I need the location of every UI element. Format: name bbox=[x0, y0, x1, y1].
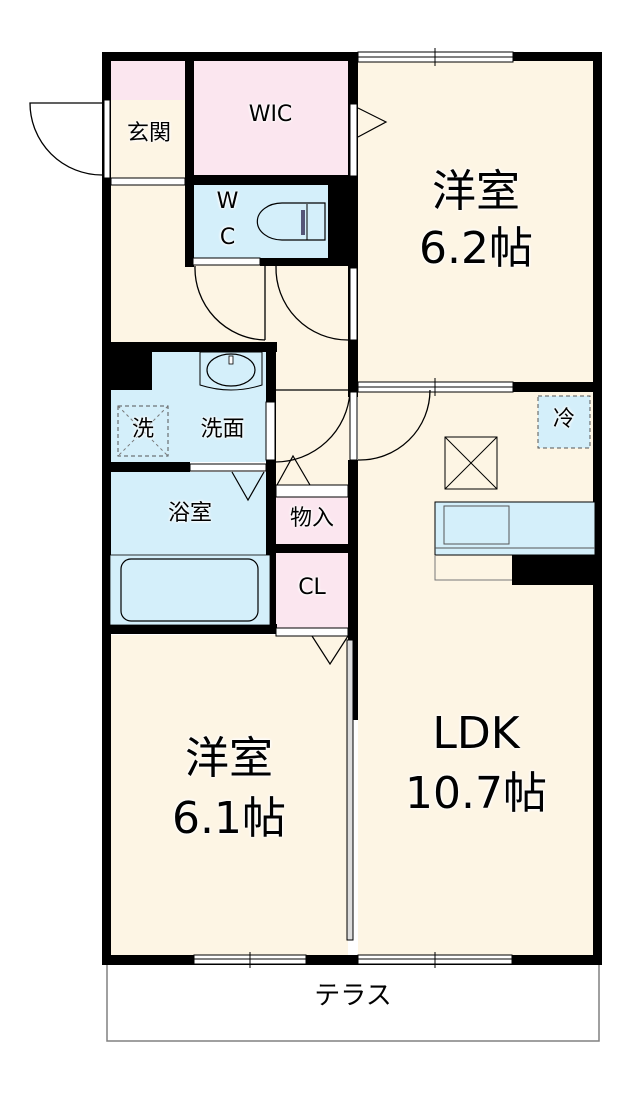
wc-label-line2: C bbox=[219, 225, 236, 250]
fridge-space-icon bbox=[537, 395, 591, 449]
ldk-fill bbox=[358, 390, 594, 957]
door-swings bbox=[29, 102, 431, 463]
entrance-step bbox=[110, 177, 186, 186]
washroom-label: 洗面 bbox=[200, 417, 245, 442]
bathroom-label: 浴室 bbox=[167, 501, 212, 526]
terrace-area bbox=[106, 962, 600, 1042]
western-room-1-name: 洋室 bbox=[432, 166, 520, 217]
washer-space-icon bbox=[117, 405, 169, 457]
ldk-door-opening bbox=[349, 391, 358, 461]
entrance-label: 玄関 bbox=[126, 121, 171, 146]
entrance-storage-fill bbox=[110, 60, 188, 100]
wic-fill bbox=[193, 60, 350, 175]
washroom-door-opening bbox=[265, 401, 276, 461]
storage-label: 物入 bbox=[289, 506, 334, 531]
toilet-icon bbox=[256, 202, 326, 241]
bath-opening-marker bbox=[231, 471, 265, 502]
bathtub-icon bbox=[120, 558, 259, 622]
terrace-label: テラス bbox=[314, 981, 392, 1011]
wc-label-line1: W bbox=[216, 189, 239, 214]
entrance-door-opening bbox=[103, 99, 111, 179]
hall-lower-fill bbox=[270, 345, 350, 490]
western-room-1-fill bbox=[358, 60, 594, 382]
storage-door-opening bbox=[275, 484, 349, 498]
western-room-2-size: 6.1帖 bbox=[172, 793, 286, 844]
closet-opening-marker bbox=[311, 635, 349, 666]
closet-door-opening bbox=[275, 627, 349, 637]
wc-door-opening bbox=[192, 257, 261, 266]
closet-label: CL bbox=[298, 575, 326, 600]
western-room-2-fill bbox=[110, 635, 348, 957]
fridge-label: 冷 bbox=[552, 407, 575, 432]
sink-icon bbox=[199, 351, 263, 391]
western-room-1-size: 6.2帖 bbox=[419, 223, 533, 274]
western-room-2-name: 洋室 bbox=[185, 733, 273, 784]
entrance-fill bbox=[110, 100, 188, 178]
closet-fill bbox=[276, 553, 348, 628]
washer-label: 洗 bbox=[131, 417, 154, 442]
storage-fill bbox=[276, 497, 348, 545]
ventilation-icon bbox=[444, 436, 498, 490]
sliding-door bbox=[346, 639, 354, 941]
room1-door-opening bbox=[349, 267, 358, 341]
bath-door-opening bbox=[189, 463, 267, 472]
hallway-fill bbox=[110, 185, 188, 345]
wic-door-opening bbox=[349, 103, 358, 177]
ldk-size: 10.7帖 bbox=[405, 768, 547, 819]
wic-opening-marker bbox=[357, 107, 388, 138]
kitchen-counter bbox=[434, 501, 596, 581]
hall-fill bbox=[188, 260, 348, 345]
ldk-name: LDK bbox=[432, 708, 520, 759]
wic-label: WIC bbox=[248, 102, 293, 127]
storage-opening-marker bbox=[276, 454, 311, 486]
